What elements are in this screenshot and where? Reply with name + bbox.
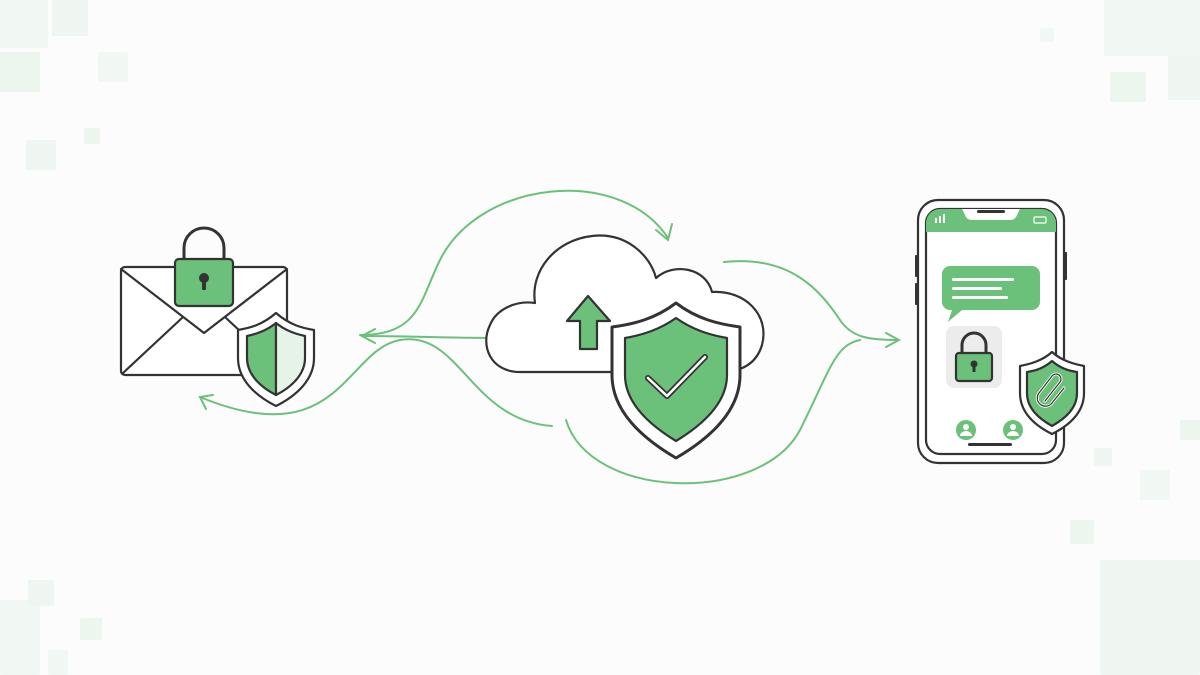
decor-square <box>26 140 56 170</box>
flow-line-lower-left <box>199 338 553 427</box>
cloud-secure-group <box>485 234 765 460</box>
shield-check-icon <box>610 301 742 460</box>
status-bar <box>926 209 1056 232</box>
padlock-icon <box>173 226 235 308</box>
shield-icon <box>236 311 316 408</box>
decor-square <box>1104 0 1200 56</box>
decor-square <box>52 0 88 36</box>
upload-arrow-icon <box>565 294 612 351</box>
shield-paperclip-icon <box>1018 350 1086 436</box>
contact-user-icon-left <box>956 420 976 440</box>
decor-square <box>1070 520 1094 544</box>
decor-square <box>1168 56 1200 100</box>
flow-arrowhead-right <box>885 332 902 348</box>
decor-square <box>1110 72 1146 102</box>
phone-secure-group <box>915 198 1086 465</box>
decor-square <box>1100 560 1200 675</box>
decor-square <box>0 0 48 48</box>
decor-square <box>1180 420 1200 440</box>
flow-arrowhead-lower-left <box>198 394 214 410</box>
flow-line-bottom <box>565 339 861 485</box>
decor-square <box>0 600 40 675</box>
flow-line-right-top <box>723 260 899 341</box>
email-secure-group <box>119 226 316 408</box>
decor-square <box>80 618 102 640</box>
flow-line-left-in <box>361 335 501 339</box>
contact-user-icon-right <box>1003 420 1023 440</box>
flow-connectors <box>198 189 902 485</box>
decor-square <box>0 52 40 92</box>
flow-line-top <box>359 189 669 336</box>
decor-square <box>84 128 100 144</box>
flow-arrowhead-top <box>655 223 673 242</box>
decor-square <box>1140 470 1170 500</box>
chat-bubble-icon <box>942 266 1040 322</box>
padlock-icon <box>946 326 1002 388</box>
decor-square <box>1040 28 1054 42</box>
decor-square <box>1094 448 1112 466</box>
flow-arrowhead-left <box>359 328 376 344</box>
decor-square <box>28 580 54 606</box>
decor-square <box>48 650 68 675</box>
decor-square <box>98 52 128 82</box>
